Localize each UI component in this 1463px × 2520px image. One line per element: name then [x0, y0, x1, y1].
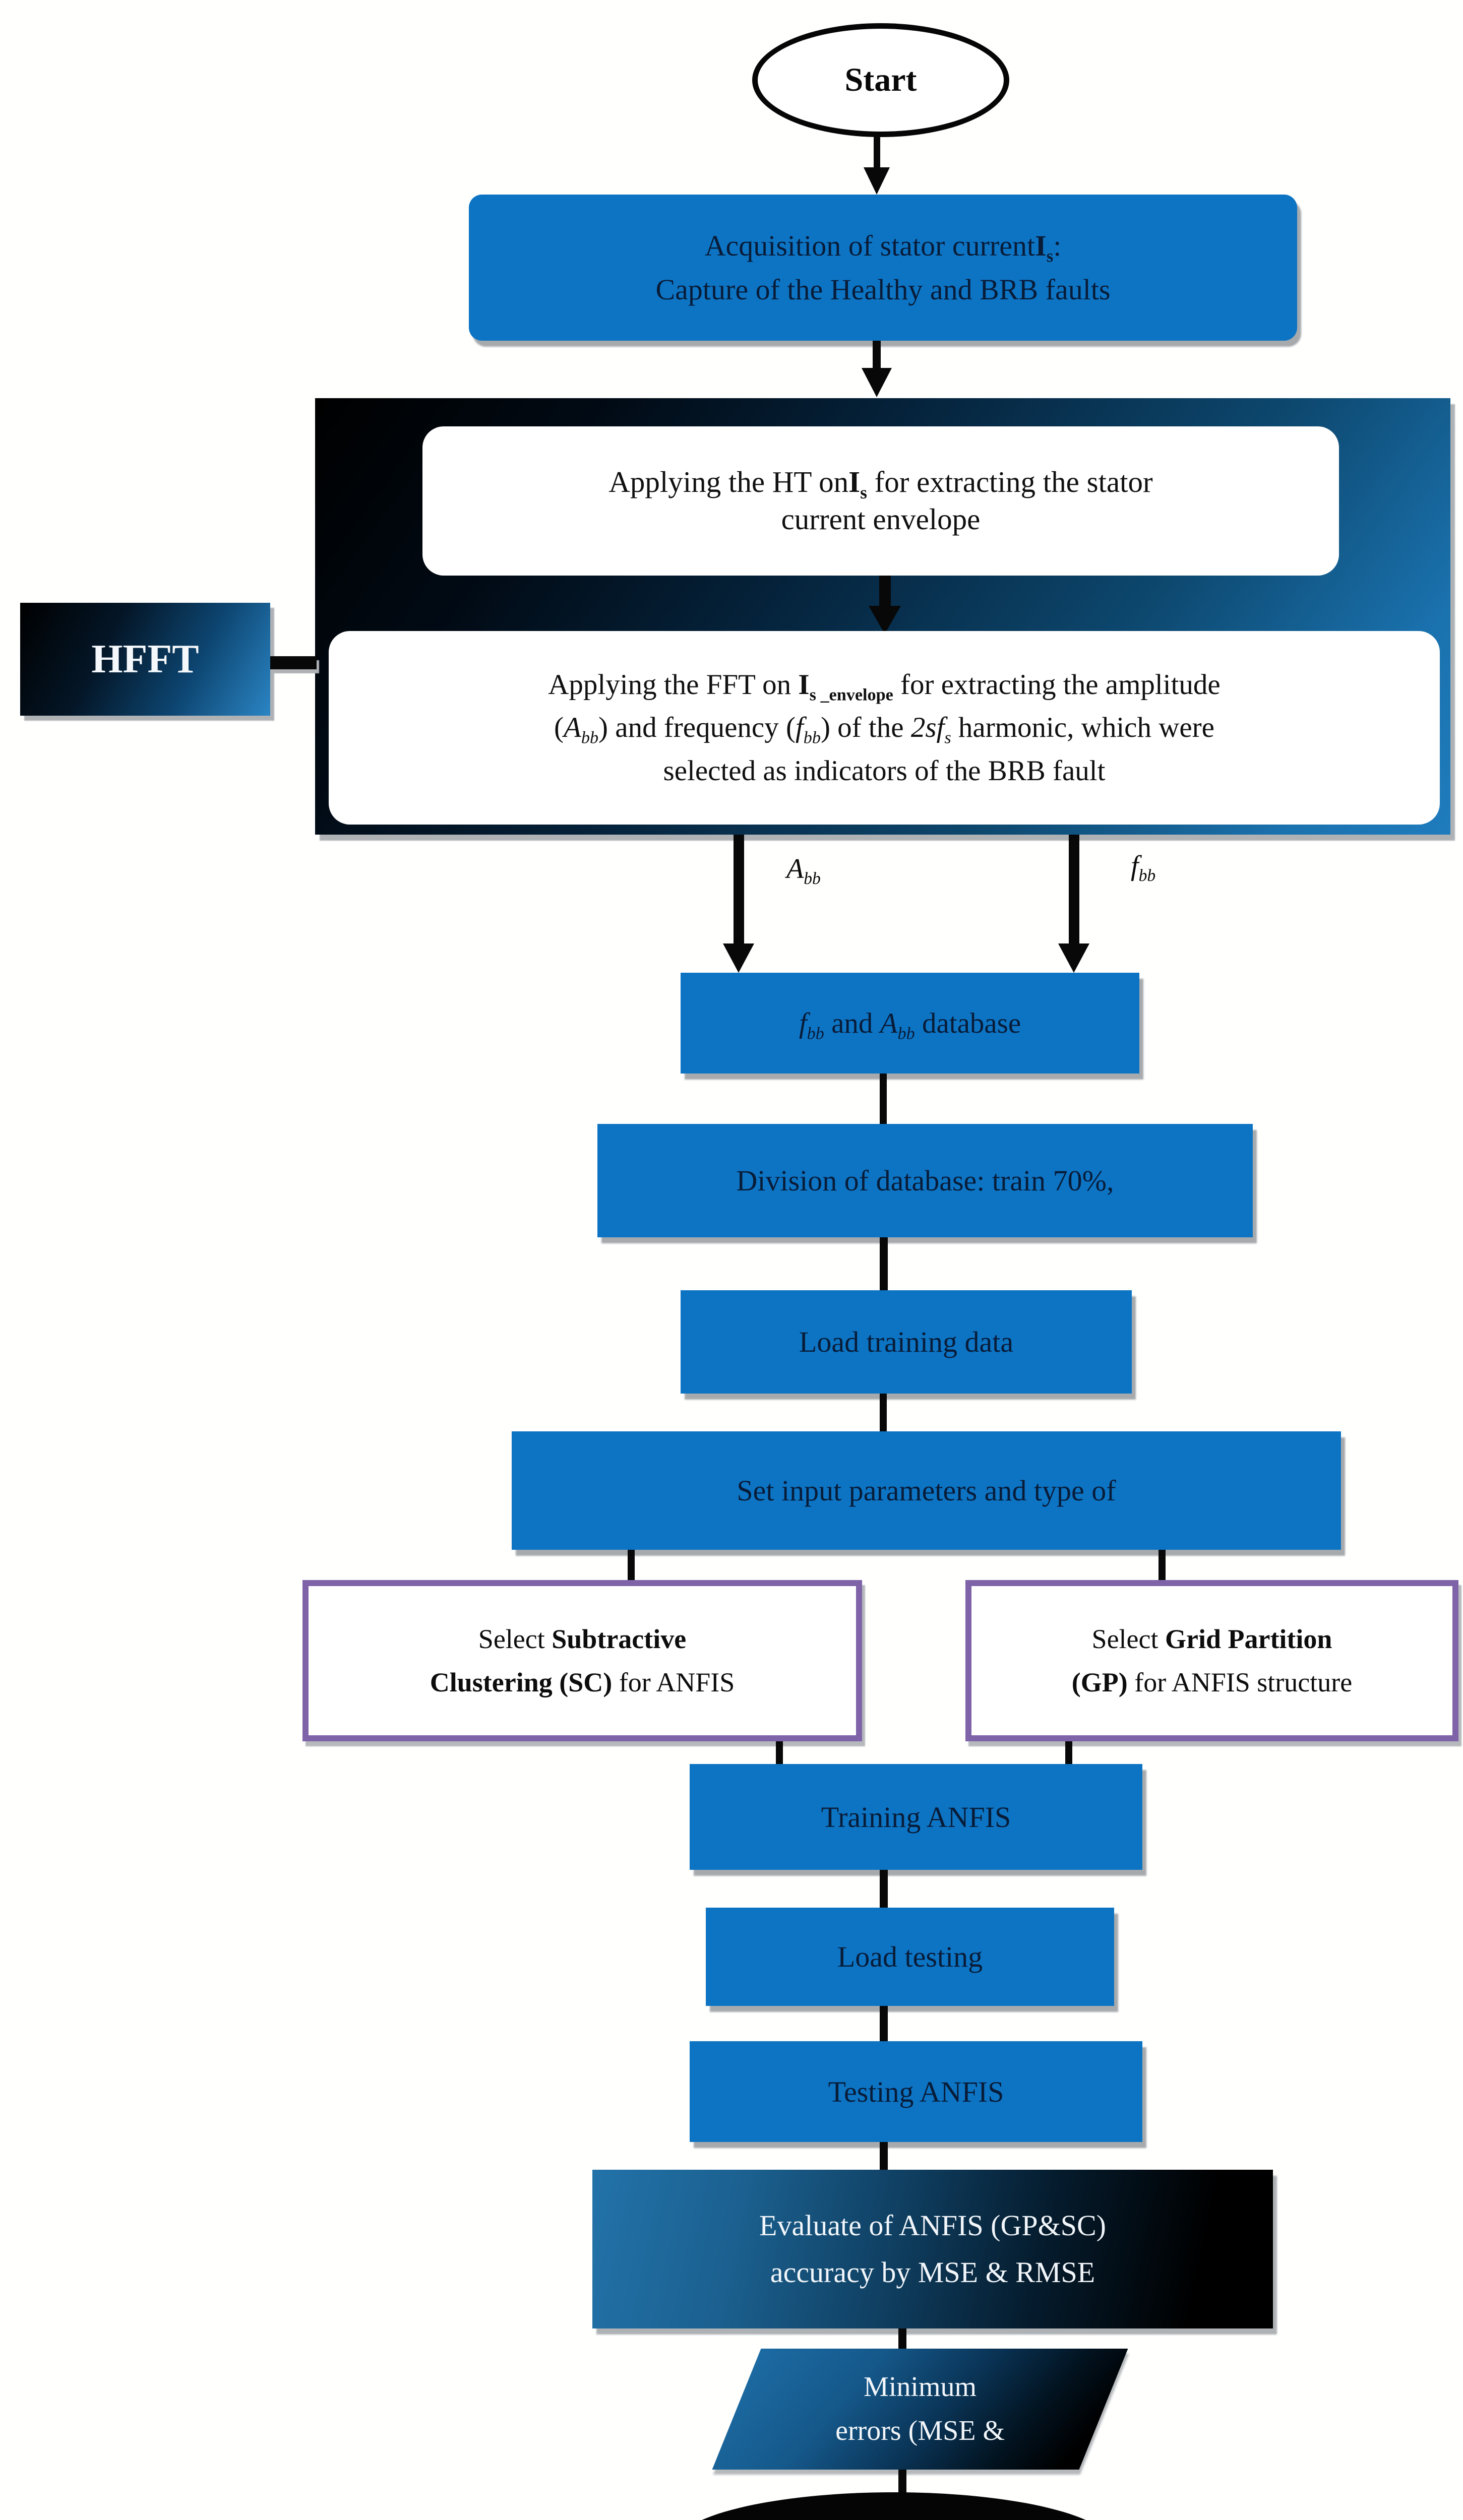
connector-evaluate-minimum	[898, 2328, 906, 2350]
select-gp-line2: (GP) for ANFIS structure	[1071, 1667, 1353, 1697]
acquisition-line2: Capture of the Healthy and BRB faults	[655, 273, 1111, 306]
set-input-label: Set input parameters and type of	[737, 1474, 1116, 1507]
fft-step: Applying the FFT on Is _envelope for ext…	[329, 631, 1440, 825]
hfft-label: HFFT	[91, 637, 199, 681]
database-label: fbb and Abb database	[799, 1007, 1021, 1043]
connector-ht-fft	[879, 576, 891, 608]
evaluate-line1: Evaluate of ANFIS (GP&SC)	[759, 2209, 1106, 2242]
connector-setinput-sc	[628, 1550, 635, 1581]
select-gp-line1: Select Grid Partition	[1091, 1623, 1332, 1654]
fft-line2: (Abb) and frequency (fbb) of the 2sfs ha…	[554, 712, 1214, 747]
ht-step: Applying the HT onIs for extracting the …	[422, 426, 1339, 576]
arrowhead-acquisition-hfft	[862, 368, 892, 397]
minimum-errors-line2: errors (MSE &	[835, 2415, 1005, 2446]
connector-database-division	[880, 1074, 887, 1125]
start-terminator: Start	[752, 23, 1009, 137]
select-sc-option: Select Subtractive Clustering (SC) for A…	[302, 1580, 862, 1741]
start-label: Start	[844, 61, 917, 98]
hfft-label-box: HFFT	[20, 603, 270, 716]
connector-acquisition-hfft	[873, 341, 881, 370]
ht-line2: current envelope	[781, 502, 981, 536]
load-training-label: Load training data	[799, 1326, 1014, 1358]
select-gp-option: Select Grid Partition (GP) for ANFIS str…	[965, 1580, 1458, 1741]
abb-label: Abb	[786, 853, 821, 889]
evaluate-line2: accuracy by MSE & RMSE	[770, 2255, 1095, 2289]
evaluate-step: Evaluate of ANFIS (GP&SC) accuracy by MS…	[592, 2170, 1273, 2328]
testing-step: Testing ANFIS	[690, 2041, 1142, 2142]
load-training-step: Load training data	[681, 1290, 1132, 1394]
connector-start-acquisition	[874, 136, 880, 169]
acquisition-step: Acquisition of stator currentIs: Capture…	[469, 195, 1297, 341]
connector-division-loadtraining	[880, 1237, 888, 1291]
division-step: Division of database: train 70%,	[597, 1124, 1253, 1237]
connector-loadtesting-testing	[880, 2006, 888, 2041]
database-step: fbb and Abb database	[681, 973, 1139, 1074]
arrowhead-start-acquisition	[864, 167, 890, 195]
connector-training-loadtesting	[880, 1870, 888, 1908]
connector-loadtraining-setinput	[880, 1394, 887, 1432]
select-sc-line2: Clustering (SC) for ANFIS	[430, 1667, 735, 1697]
arrowhead-ht-fft	[869, 606, 901, 634]
training-step: Training ANFIS	[690, 1764, 1142, 1870]
fft-line3: selected as indicators of the BRB fault	[663, 754, 1106, 787]
arrowhead-abb	[723, 943, 754, 973]
connector-hfft-container	[270, 656, 317, 669]
connector-fbb	[1069, 835, 1079, 946]
decision-terminator: Decision	[675, 2492, 1113, 2520]
testing-label: Testing ANFIS	[828, 2075, 1004, 2108]
connector-setinput-gp	[1159, 1550, 1166, 1581]
minimum-errors-line1: Minimum	[863, 2371, 977, 2403]
load-testing-label: Load testing	[837, 1940, 983, 1973]
minimum-errors-io: Minimum errors (MSE &	[712, 2349, 1128, 2470]
arrowhead-fbb	[1058, 943, 1089, 973]
fbb-label: fbb	[1131, 850, 1156, 886]
set-input-step: Set input parameters and type of	[512, 1431, 1341, 1550]
acquisition-line1: Acquisition of stator currentIs:	[704, 229, 1062, 266]
connector-abb	[734, 835, 744, 946]
connector-testing-evaluate	[880, 2142, 888, 2170]
ht-line1: Applying the HT onIs for extracting the …	[608, 465, 1153, 503]
division-label: Division of database: train 70%,	[736, 1164, 1114, 1197]
minimum-errors-text: Minimum errors (MSE &	[835, 2365, 1005, 2453]
training-label: Training ANFIS	[821, 1800, 1011, 1834]
load-testing-step: Load testing	[706, 1908, 1114, 2006]
fft-line1: Applying the FFT on Is _envelope for ext…	[548, 668, 1221, 705]
connector-minimum-decision	[898, 2470, 906, 2494]
select-sc-line1: Select Subtractive	[478, 1623, 687, 1654]
